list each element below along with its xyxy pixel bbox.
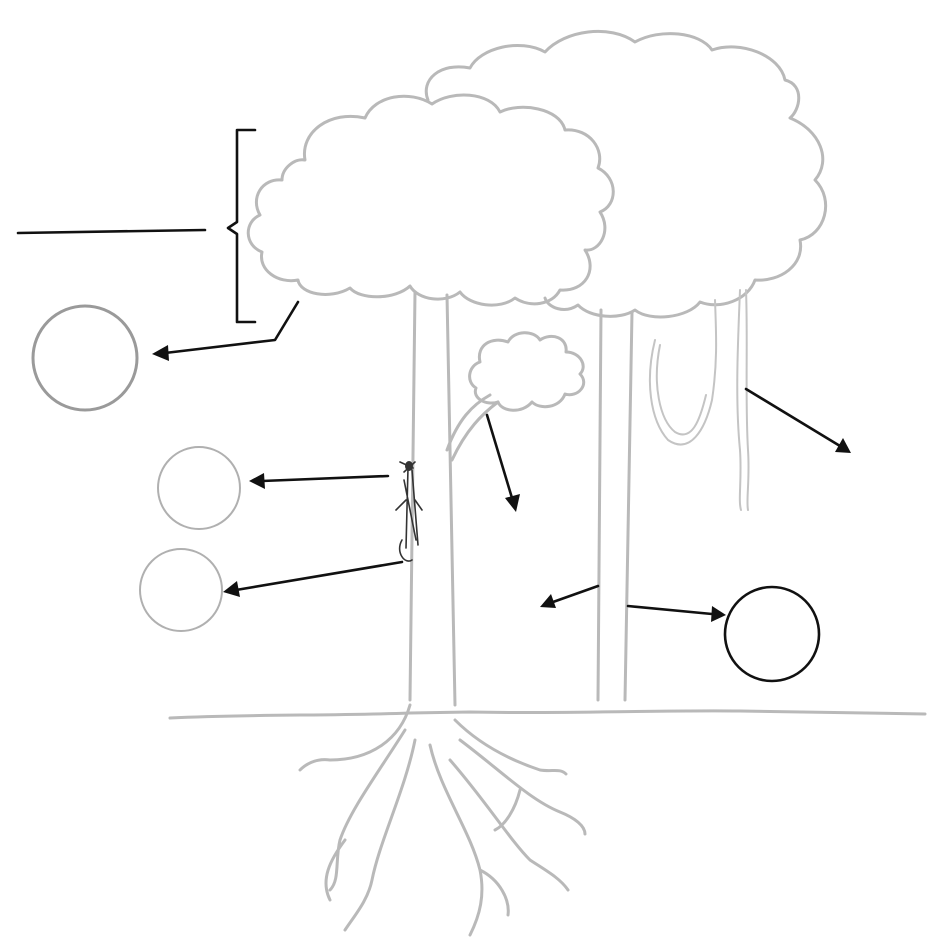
tree-roots	[300, 705, 585, 935]
drawing-area	[225, 0, 835, 700]
label-circle-insect-lower[interactable]	[140, 549, 222, 631]
blank-answer-line[interactable]	[18, 230, 205, 233]
label-circle-insect-upper[interactable]	[158, 447, 240, 529]
ground-line	[170, 711, 925, 718]
label-circle-forest-floor[interactable]	[725, 587, 819, 681]
label-circle-canopy[interactable]	[33, 306, 137, 410]
